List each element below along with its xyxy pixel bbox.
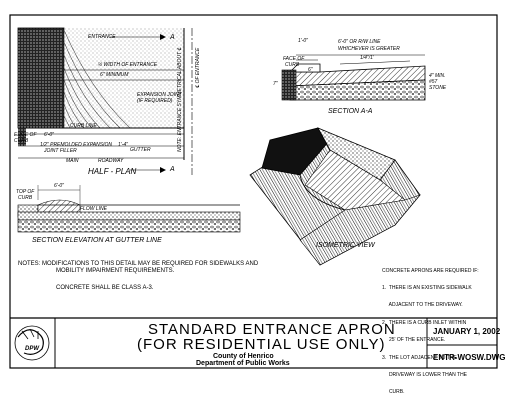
title-line-2: (FOR RESIDENTIAL USE ONLY) bbox=[137, 336, 386, 353]
apron-item: CURB. bbox=[382, 389, 405, 396]
edge-of-curb-label-2: CURB bbox=[14, 138, 29, 144]
apron-item: 3. THE LOT ADJACENT TO THE bbox=[382, 354, 457, 361]
entrance-label: ENTRANCE bbox=[88, 34, 116, 40]
apron-item: 2. THERE IS A CURB INLET WITHIN bbox=[382, 319, 467, 326]
section-dim-b2: WHICHEVER IS GREATER bbox=[338, 46, 400, 52]
premolded-label-2: JOINT FILLER bbox=[44, 148, 77, 154]
slope-label: 1/4"/1' bbox=[360, 55, 374, 61]
min-note: 6" MINIMUM bbox=[100, 72, 129, 78]
elevation-drawing bbox=[17, 185, 241, 233]
section-aa-title: SECTION A-A bbox=[328, 108, 373, 115]
seven-inch-label: 7" bbox=[273, 81, 278, 87]
main-label: MAIN bbox=[66, 158, 79, 164]
drawing-canvas bbox=[9, 14, 498, 369]
cl-entrance-label: ℄ OF ENTRANCE bbox=[195, 47, 201, 88]
county-name: County of Henrico bbox=[213, 353, 274, 360]
title-line-1: STANDARD ENTRANCE APRON bbox=[148, 321, 396, 338]
symmetric-note: NOTE: ENTRANCE SYMMETRICAL ABOUT ℄ bbox=[177, 47, 183, 152]
elevation-dim-label: 6'-0" bbox=[54, 183, 64, 189]
six-inch-label: 6" bbox=[308, 67, 313, 73]
expansion-joint-label: EXPANSION JOINT bbox=[137, 92, 182, 98]
top-of-curb-label: TOP OF bbox=[16, 189, 35, 195]
apron-item: DRIVEWAY IS LOWER THAN THE bbox=[382, 371, 468, 378]
stone-min-label-2: #57 bbox=[429, 79, 438, 85]
isometric-title: ISOMETRIC VIEW bbox=[316, 242, 375, 249]
stone-min-label-3: STONE bbox=[429, 85, 447, 91]
apron-item: 1. THERE IS AN EXISTING SIDEWALK bbox=[382, 284, 472, 291]
half-plan-title: HALF - PLAN bbox=[88, 167, 137, 176]
face-of-curb-label: FACE OF bbox=[283, 56, 305, 62]
plan-dim-small: 1'-4" bbox=[118, 142, 128, 148]
stone-min-label: 4" MIN. bbox=[429, 73, 446, 79]
section-aa-drawing bbox=[281, 54, 426, 101]
curb-line-label: CURB LINE bbox=[70, 123, 97, 129]
top-of-curb-label-2: CURB bbox=[18, 195, 33, 201]
logo-text: DPW bbox=[25, 346, 39, 352]
roadway-label: ROADWAY bbox=[98, 158, 124, 164]
isometric-drawing bbox=[249, 127, 421, 266]
notes-line-2: MOBILITY IMPAIRMENT REQUIREMENTS. bbox=[56, 268, 175, 274]
face-of-curb-label-2: CURB bbox=[285, 62, 300, 68]
half-width-note: ½ WIDTH OF ENTRANCE bbox=[98, 62, 158, 68]
section-mark-top: A bbox=[170, 34, 175, 41]
section-dim-b: 6'-0" OR R/W LINE bbox=[338, 39, 381, 45]
drawing-date: JANUARY 1, 2002 bbox=[433, 327, 501, 336]
apron-item: ADJACENT TO THE DRIVEWAY. bbox=[382, 302, 463, 309]
flow-line-label: FLOW LINE bbox=[80, 206, 107, 212]
county-logo bbox=[14, 325, 50, 361]
notes-line-3: CONCRETE SHALL BE CLASS A-3. bbox=[56, 285, 154, 291]
department-name: Department of Public Works bbox=[196, 360, 290, 367]
plan-dim-label: 6'-0" bbox=[44, 132, 54, 138]
notes-line-1: NOTES: MODIFICATIONS TO THIS DETAIL MAY … bbox=[18, 261, 259, 267]
drawing-sheet: ENTRANCE A ½ WIDTH OF ENTRANCE 6" MINIMU… bbox=[9, 14, 506, 395]
outer-border bbox=[9, 14, 498, 369]
section-mark-bottom: A bbox=[170, 166, 175, 173]
premolded-label: 1/2" PREMOLDED EXPANSION bbox=[40, 142, 112, 148]
drawing-file: ENTR-WOSW.DWG bbox=[433, 353, 506, 362]
elevation-title: SECTION ELEVATION AT GUTTER LINE bbox=[32, 237, 162, 244]
section-dim-a: 1'-0" bbox=[298, 38, 308, 44]
apron-item: 25' OF THE ENTRANCE. bbox=[382, 337, 446, 344]
apron-header: CONCRETE APRONS ARE REQUIRED IF: bbox=[382, 267, 479, 274]
half-plan-drawing bbox=[17, 27, 193, 175]
gutter-label: GUTTER bbox=[130, 147, 151, 153]
edge-of-curb-label: EDGE OF bbox=[14, 132, 37, 138]
expansion-joint-label-2: (IF REQUIRED) bbox=[137, 98, 173, 104]
